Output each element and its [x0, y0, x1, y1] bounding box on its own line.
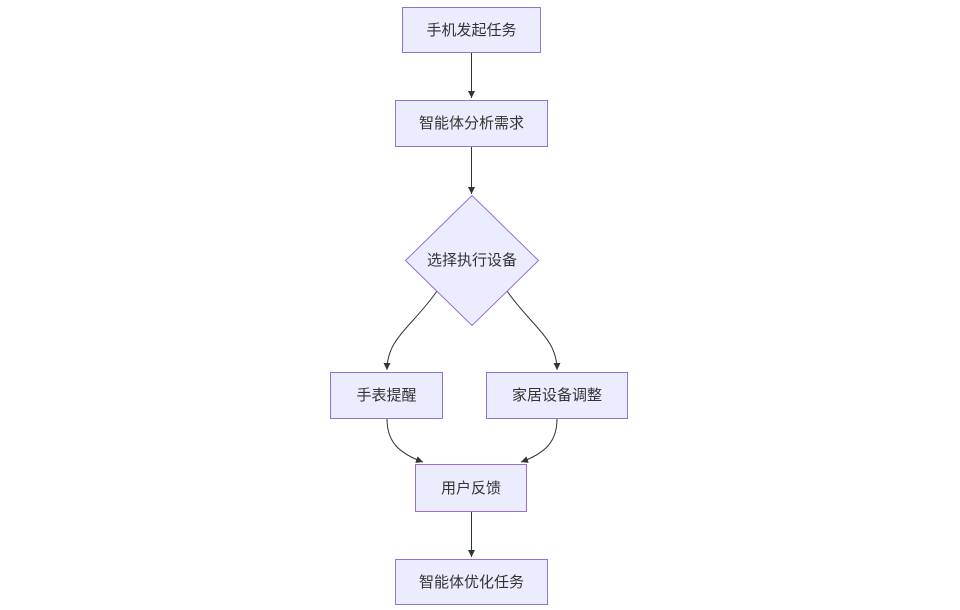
node-label: 家居设备调整 — [511, 387, 602, 404]
node-label: 智能体优化任务 — [418, 573, 524, 591]
node-select-execution-device: 选择执行设备 — [405, 195, 539, 326]
node-user-feedback: 用户反馈 — [415, 464, 527, 512]
edge-select-to-home — [506, 290, 561, 371]
node-label: 用户反馈 — [440, 479, 501, 497]
node-label: 手机发起任务 — [426, 21, 517, 39]
edge-select-to-watch — [383, 290, 438, 371]
node-watch-reminder: 手表提醒 — [330, 372, 443, 419]
node-label: 手表提醒 — [356, 387, 417, 404]
node-label: 选择执行设备 — [426, 252, 517, 269]
node-phone-initiates-task: 手机发起任务 — [402, 7, 541, 53]
node-home-device-adjustment: 家居设备调整 — [486, 372, 628, 419]
diamond-shape — [405, 195, 539, 326]
node-label: 智能体分析需求 — [418, 115, 524, 132]
node-agent-analyzes-requirements: 智能体分析需求 — [395, 100, 548, 147]
node-agent-optimizes-task: 智能体优化任务 — [395, 559, 548, 605]
edge-watch-to-feedback — [386, 418, 424, 463]
edge-home-to-feedback — [520, 418, 558, 463]
